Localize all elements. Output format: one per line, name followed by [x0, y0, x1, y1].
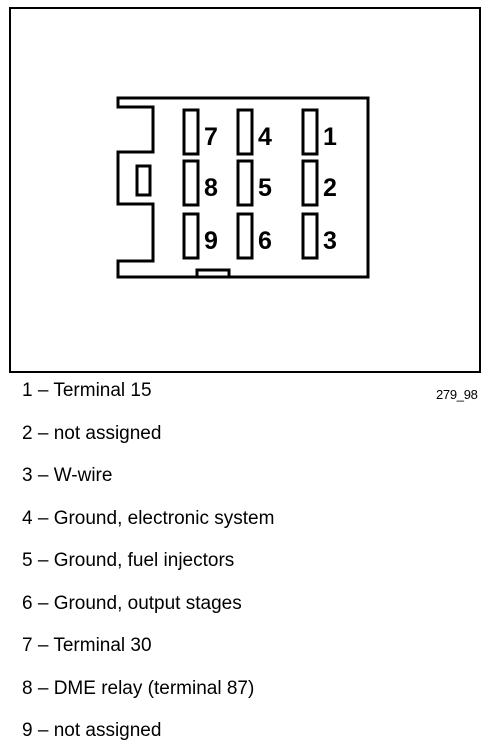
pin-number-3: 3: [323, 227, 337, 255]
pin-number-7: 7: [204, 123, 218, 151]
pin-cavity-7: [182, 108, 200, 156]
pin-number-5: 5: [258, 174, 272, 202]
pin-cavity-2: [301, 159, 319, 207]
pin-cavity-4: [236, 108, 254, 156]
legend-item: 8 – DME relay (terminal 87): [22, 677, 255, 699]
pin-number-2: 2: [323, 174, 337, 202]
pin-cavity-6: [236, 212, 254, 260]
legend-item: 1 – Terminal 15: [22, 380, 152, 401]
legend-item: 6 – Ground, output stages: [22, 592, 242, 614]
pin-cavity-8: [182, 159, 200, 207]
pin-number-1: 1: [323, 123, 337, 151]
pin-cavity-3: [301, 212, 319, 260]
legend-item: 9 – not assigned: [22, 720, 162, 741]
pin-cavity-1: [301, 108, 319, 156]
connector-housing: [116, 96, 370, 279]
connector-diagram: 7 4 1 8 5 2 9 6 3: [116, 96, 370, 279]
pin-number-8: 8: [204, 174, 218, 202]
connector-latch: [135, 164, 152, 197]
legend-item: 7 – Terminal 30: [22, 635, 152, 656]
figure-id: 279_98: [436, 387, 478, 402]
legend-item: 2 – not assigned: [22, 422, 162, 444]
legend-item: 5 – Ground, fuel injectors: [22, 550, 235, 571]
pin-cavity-5: [236, 159, 254, 207]
pin-number-6: 6: [258, 227, 272, 255]
legend-item: 3 – W-wire: [22, 465, 113, 486]
pin-cavity-9: [182, 212, 200, 260]
diagram-frame: [9, 7, 481, 373]
legend-item: 4 – Ground, electronic system: [22, 507, 275, 529]
pin-number-4: 4: [258, 123, 272, 151]
pin-number-9: 9: [204, 227, 218, 255]
